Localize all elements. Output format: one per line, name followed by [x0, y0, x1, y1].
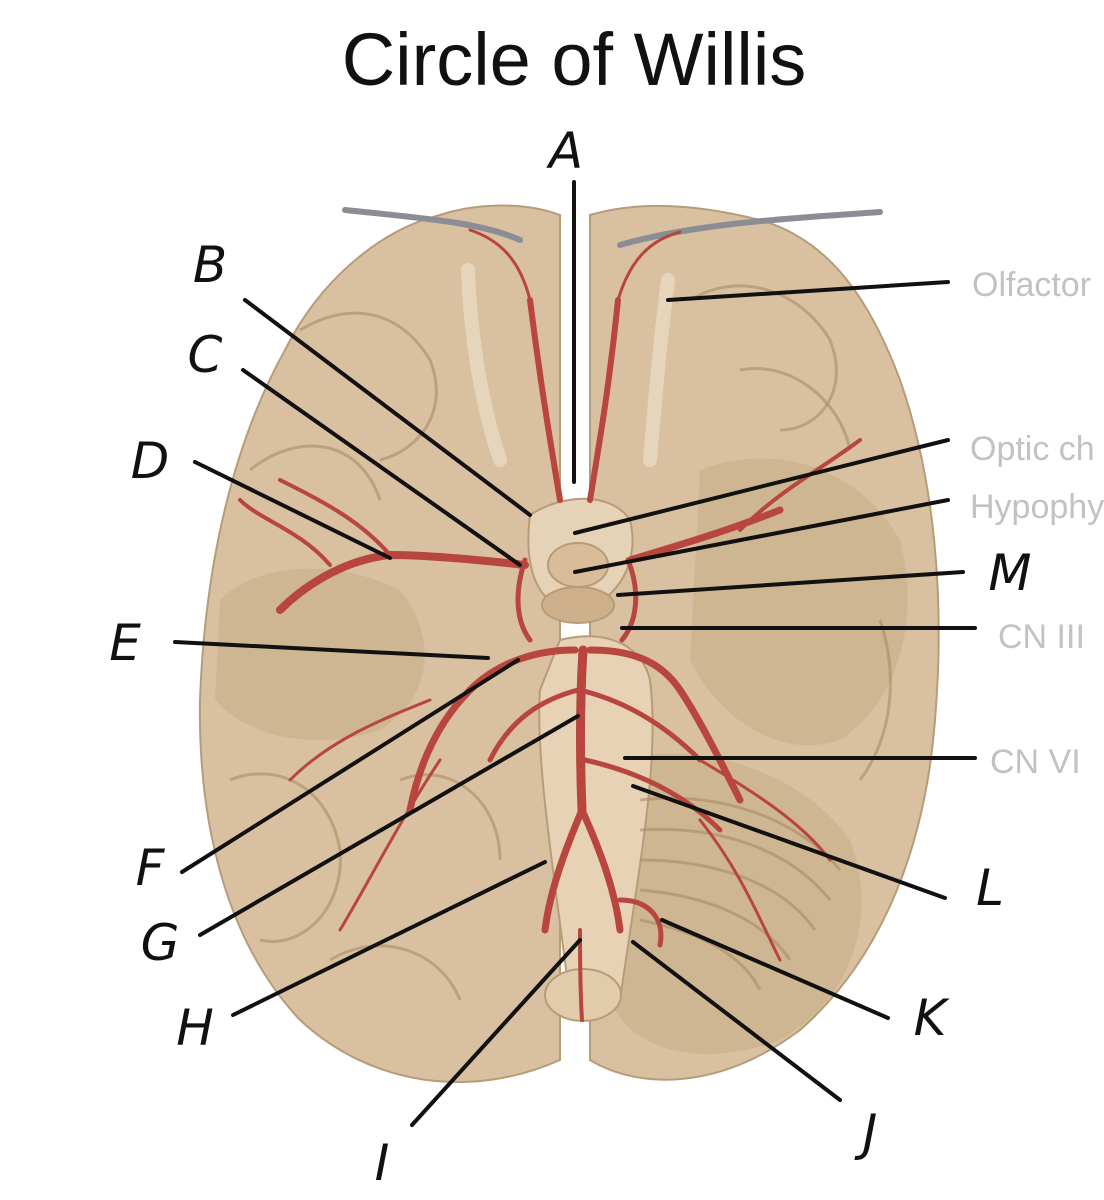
label-g: G [141, 914, 180, 972]
leader-g [198, 714, 580, 937]
label-hypophysis: Hypophy [970, 488, 1104, 526]
label-olfactory: Olfactor [972, 266, 1091, 304]
leader-lines [173, 180, 977, 1127]
leader-f [180, 658, 520, 874]
leader-hypophysis [573, 498, 950, 574]
label-i: I [375, 1134, 390, 1192]
leader-l [631, 784, 947, 900]
label-m: M [988, 544, 1031, 602]
label-e: E [109, 614, 141, 672]
structure-labels: Olfactor Optic ch Hypophy CN III CN VI [970, 266, 1104, 781]
diagram-title: Circle of Willis [342, 18, 807, 101]
label-k: K [914, 989, 951, 1047]
leader-i [410, 938, 582, 1127]
leader-c [241, 368, 522, 567]
label-a: A [546, 122, 583, 180]
label-h: H [176, 999, 214, 1057]
label-b: B [193, 236, 227, 294]
label-optic-chiasm: Optic ch [970, 430, 1095, 468]
leader-b [243, 298, 532, 517]
leader-m [616, 570, 965, 597]
leader-d [193, 460, 392, 560]
leader-k [660, 918, 890, 1020]
label-c: C [188, 326, 223, 384]
leader-olfactory [666, 280, 950, 302]
arterial-network [238, 228, 862, 1022]
label-d: D [131, 432, 170, 490]
label-cn-iii: CN III [998, 618, 1085, 656]
label-f: F [136, 839, 166, 897]
letter-labels: A B C D E F G H I J K L M [109, 122, 1031, 1192]
leader-optic [573, 438, 950, 535]
leader-j [631, 940, 842, 1102]
leader-h [231, 860, 547, 1017]
label-cn-vi: CN VI [990, 743, 1081, 781]
leader-e [173, 640, 490, 660]
label-l: L [976, 859, 1004, 917]
label-j: J [854, 1104, 878, 1162]
